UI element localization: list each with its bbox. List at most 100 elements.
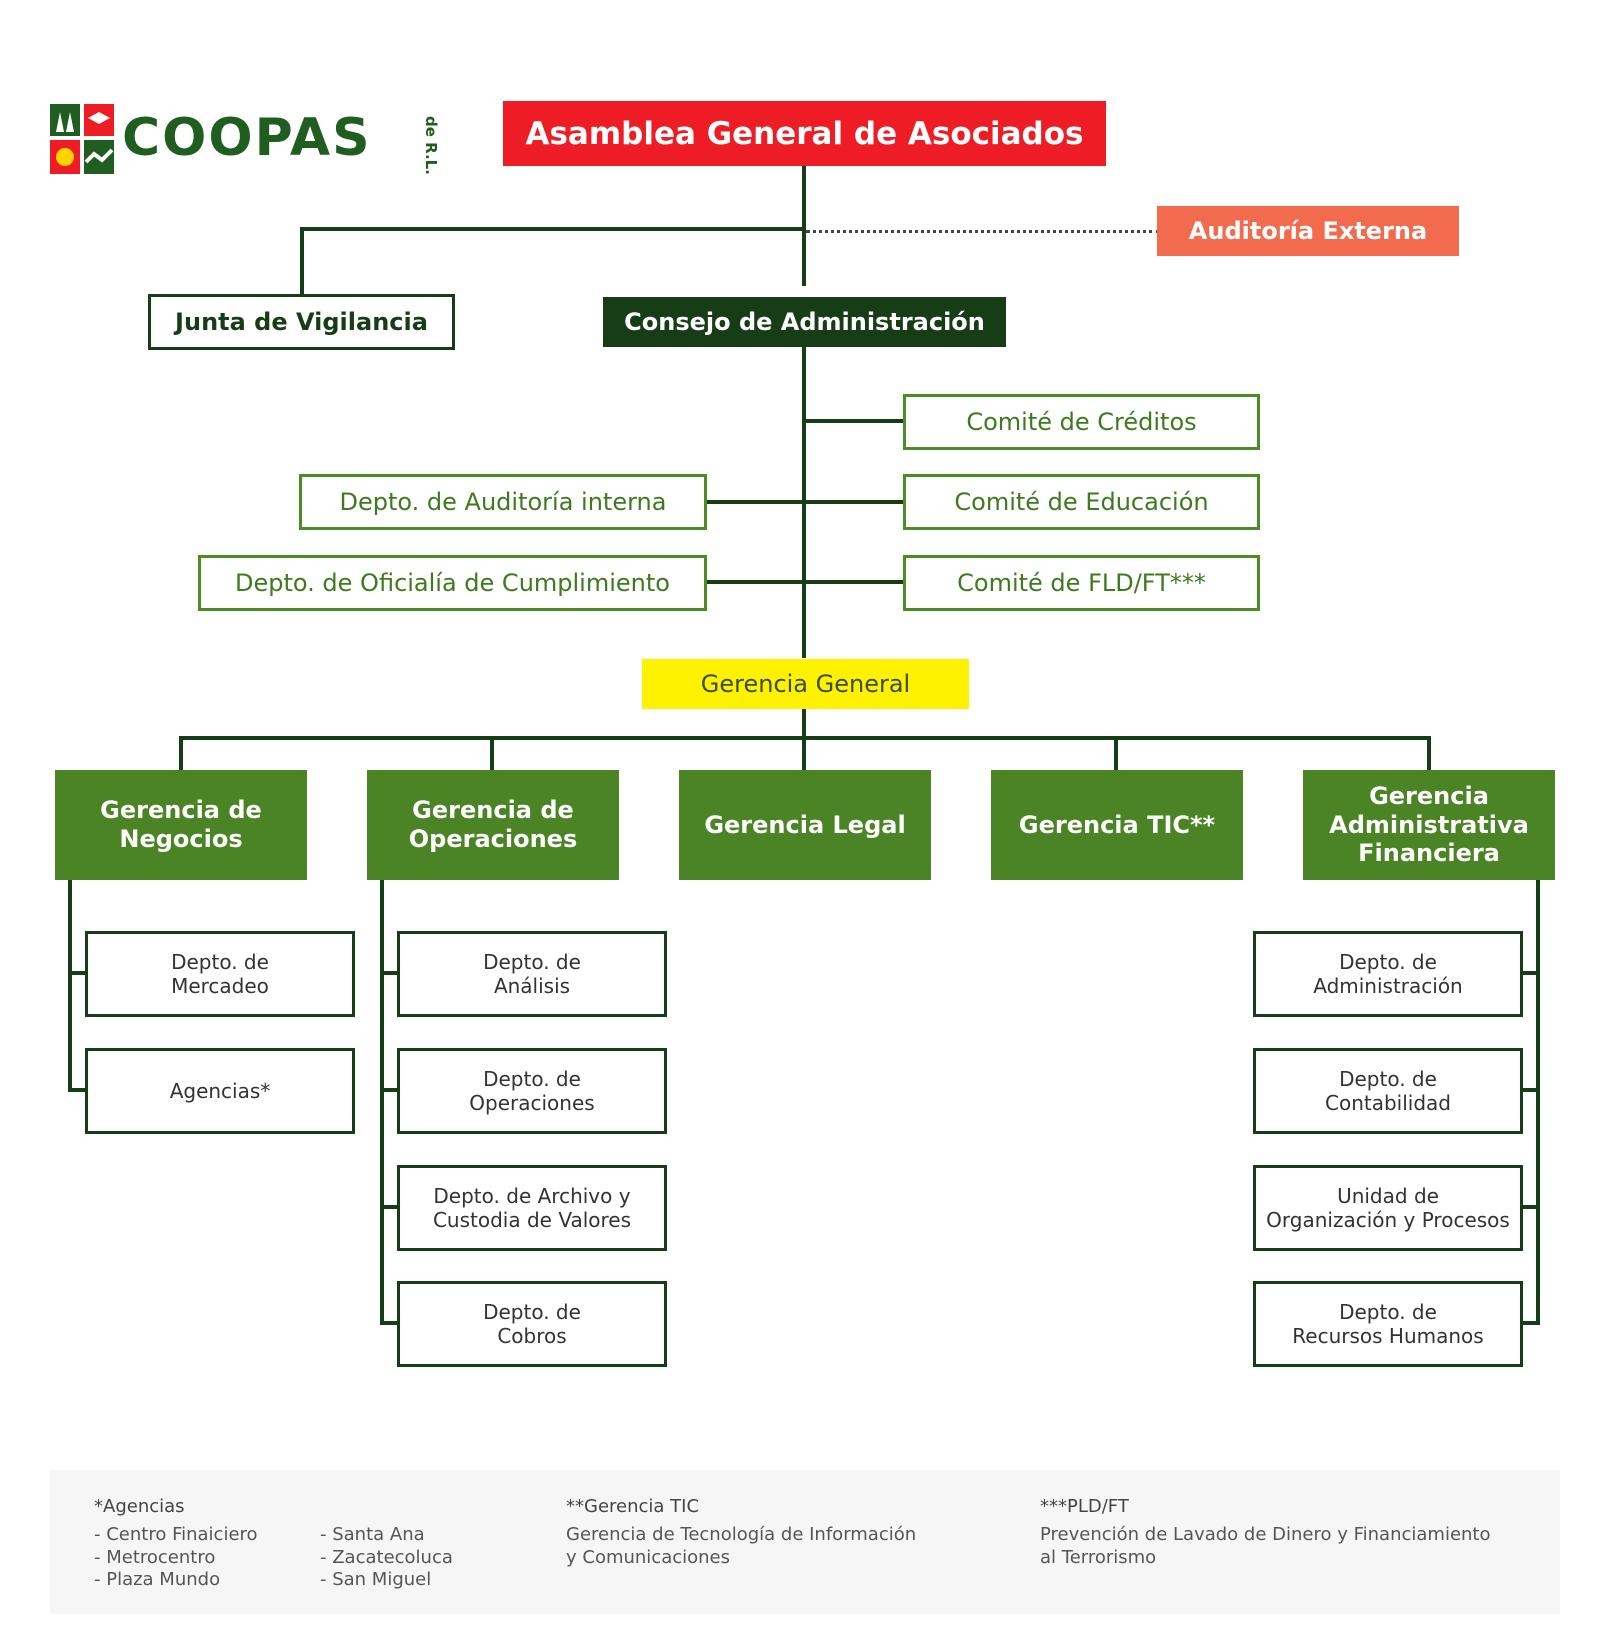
depto-label: Depto. de (171, 950, 269, 974)
connector (802, 708, 806, 738)
depto-label: Análisis (493, 974, 571, 998)
footer-pld-title: ***PLD/FT (1040, 1496, 1129, 1517)
coopas-shield-icon (50, 104, 114, 174)
connector (380, 1205, 400, 1209)
connector (1520, 971, 1540, 975)
connector (300, 227, 304, 295)
gerencia-financiera-box: Gerencia Administrativa Financiera (1303, 770, 1555, 880)
depto-label: Unidad de (1337, 1184, 1439, 1208)
depto-cobros-box: Depto. de Cobros (397, 1281, 667, 1367)
gerencia-operaciones-label: Gerencia de (412, 796, 574, 825)
gerencia-legal-label: Gerencia Legal (704, 810, 906, 839)
footer-pld-text: Prevención de Lavado de Dinero y Financi… (1040, 1524, 1491, 1569)
gerencia-negocios-box: Gerencia de Negocios (55, 770, 307, 880)
junta-vigilancia-box: Junta de Vigilancia (148, 294, 455, 350)
connector (380, 878, 384, 1324)
depto-auditoria-interna-label: Depto. de Auditoría interna (339, 488, 667, 516)
depto-label: Organización y Procesos (1266, 1208, 1510, 1232)
connector (1114, 736, 1118, 770)
gerencia-operaciones-label: Operaciones (408, 825, 578, 853)
depto-archivo-box: Depto. de Archivo y Custodia de Valores (397, 1165, 667, 1251)
comite-creditos-box: Comité de Créditos (903, 394, 1260, 450)
depto-operaciones-box: Depto. de Operaciones (397, 1048, 667, 1134)
asamblea-box: Asamblea General de Asociados (503, 101, 1106, 166)
depto-label: Depto. de (483, 950, 581, 974)
gerencia-negocios-label: Negocios (119, 825, 243, 853)
depto-rrhh-box: Depto. de Recursos Humanos (1253, 1281, 1523, 1367)
connector (802, 736, 806, 770)
gerencia-operaciones-box: Gerencia de Operaciones (367, 770, 619, 880)
unidad-organizacion-box: Unidad de Organización y Procesos (1253, 1165, 1523, 1251)
depto-label: Contabilidad (1325, 1091, 1451, 1115)
logo-suffix: de R.L. (422, 116, 440, 175)
comite-creditos-label: Comité de Créditos (966, 408, 1197, 436)
footer-agencia-item: - Centro Finaiciero (94, 1524, 258, 1545)
footer-pld-line: al Terrorismo (1040, 1546, 1157, 1568)
footer-agencias-title: *Agencias (94, 1496, 185, 1517)
depto-label: Depto. de (483, 1067, 581, 1091)
depto-label: Depto. de Archivo y (433, 1184, 631, 1208)
gerencia-general-label: Gerencia General (700, 670, 911, 698)
footer-agencias-col1: - Centro Finaiciero - Metrocentro - Plaz… (94, 1524, 258, 1592)
auditoria-externa-label: Auditoría Externa (1188, 217, 1428, 245)
footer-agencia-item: - Metrocentro (94, 1546, 216, 1568)
depto-label: Depto. de (1339, 1067, 1437, 1091)
depto-label: Depto. de (1339, 1300, 1437, 1324)
depto-label: Cobros (497, 1324, 567, 1348)
gerencia-general-box: Gerencia General (642, 659, 969, 709)
depto-mercadeo-box: Depto. de Mercadeo (85, 931, 355, 1017)
connector (1427, 736, 1431, 770)
depto-administracion-box: Depto. de Administración (1253, 931, 1523, 1017)
gerencia-financiera-label: Financiera (1358, 839, 1500, 868)
gerencia-financiera-label: Gerencia (1369, 781, 1489, 810)
footer-tic-line: Gerencia de Tecnología de Información (566, 1524, 917, 1545)
auditoria-externa-box: Auditoría Externa (1157, 206, 1459, 256)
connector (490, 736, 494, 770)
agencias-box: Agencias* (85, 1048, 355, 1134)
depto-label: Recursos Humanos (1292, 1324, 1484, 1348)
connector (1520, 1321, 1540, 1325)
comite-fldft-label: Comité de FLD/FT*** (957, 569, 1206, 597)
depto-analisis-box: Depto. de Análisis (397, 931, 667, 1017)
depto-label: Depto. de (483, 1300, 581, 1324)
connector (68, 878, 72, 1090)
footer-agencia-item: - Santa Ana (320, 1524, 425, 1545)
footer-agencia-item: - San Miguel (320, 1569, 432, 1590)
depto-contabilidad-box: Depto. de Contabilidad (1253, 1048, 1523, 1134)
footer-tic-title: **Gerencia TIC (566, 1496, 700, 1517)
depto-label: Mercadeo (171, 974, 269, 998)
comite-educacion-label: Comité de Educación (954, 488, 1209, 516)
comite-educacion-box: Comité de Educación (903, 474, 1260, 530)
connector (1536, 878, 1540, 1324)
gerencia-tic-label: Gerencia TIC** (1018, 810, 1216, 839)
logo-wordmark: COOPAS (122, 108, 372, 168)
depto-label: Agencias* (169, 1079, 271, 1103)
connector (380, 971, 400, 975)
gerencia-financiera-label: Administrativa (1329, 810, 1529, 839)
connector (806, 419, 904, 423)
connector (68, 1088, 88, 1092)
depto-label: Custodia de Valores (432, 1208, 632, 1232)
connector (300, 227, 806, 231)
footer-agencias-col2: - Santa Ana - Zacatecoluca - San Miguel (320, 1524, 453, 1592)
consejo-box: Consejo de Administración (603, 297, 1006, 347)
footer-tic-text: Gerencia de Tecnología de Información y … (566, 1524, 916, 1569)
logo: COOPAS de R.L. (50, 104, 450, 180)
connector (380, 1321, 400, 1325)
connector (802, 166, 806, 286)
depto-label: Operaciones (469, 1091, 595, 1115)
footer-notes: *Agencias - Centro Finaiciero - Metrocen… (50, 1470, 1560, 1614)
depto-auditoria-interna-box: Depto. de Auditoría interna (299, 474, 707, 530)
connector (1520, 1088, 1540, 1092)
footer-tic-line: y Comunicaciones (566, 1546, 731, 1568)
footer-agencia-item: - Plaza Mundo (94, 1569, 221, 1590)
depto-oficialia-box: Depto. de Oficialía de Cumplimiento (198, 555, 707, 611)
asamblea-label: Asamblea General de Asociados (525, 115, 1084, 152)
depto-label: Depto. de (1339, 950, 1437, 974)
footer-pld-line: Prevención de Lavado de Dinero y Financi… (1040, 1524, 1491, 1545)
connector (380, 1088, 400, 1092)
depto-label: Administración (1313, 974, 1463, 998)
comite-fldft-box: Comité de FLD/FT*** (903, 555, 1260, 611)
connector (706, 580, 904, 584)
gerencia-tic-box: Gerencia TIC** (991, 770, 1243, 880)
